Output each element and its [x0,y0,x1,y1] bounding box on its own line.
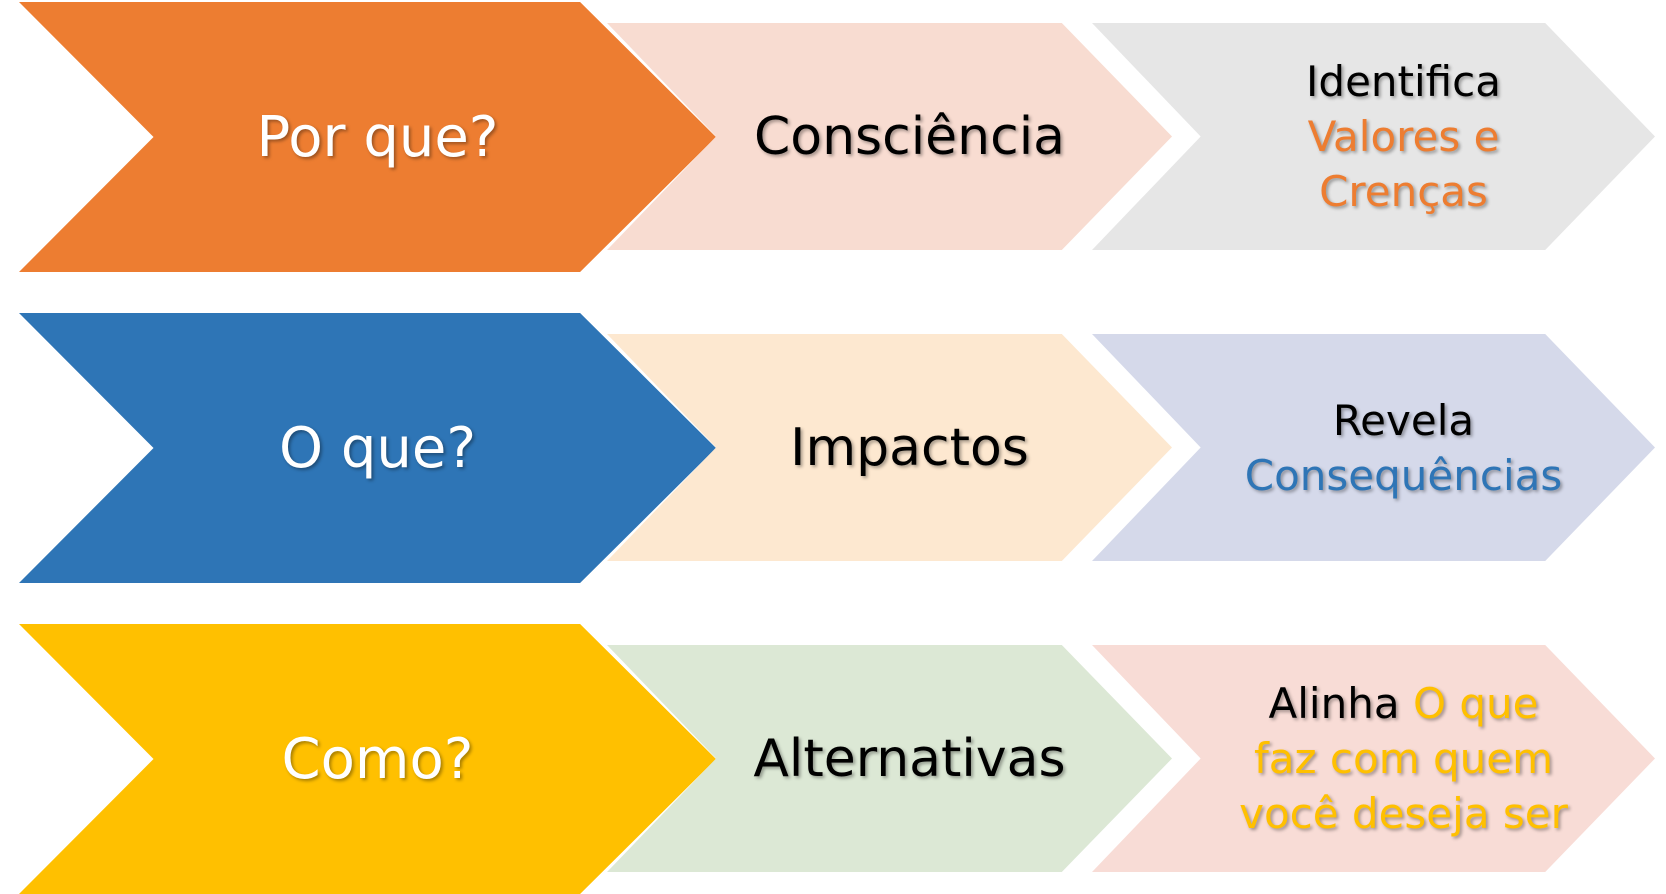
concept-label-awareness: Consciência [753,106,1066,167]
detail-highlight-consequences: Consequências [1244,450,1563,500]
question-label-why: Por que? [256,104,499,170]
concept-label-alternatives: Alternativas [753,728,1066,789]
detail-highlight-values: Valores e Crenças [1307,112,1500,216]
detail-text-consequences: Revela Consequências [1234,393,1574,503]
chevron-question-why: Por que? [19,2,716,272]
detail-verb-aligns: Alinha [1268,679,1400,728]
chevron-detail-align: Alinha O que faz com quem você deseja se… [1092,645,1655,872]
detail-text-align: Alinha O que faz com quem você deseja se… [1234,676,1574,841]
chevron-question-what: O que? [19,313,716,583]
chevron-detail-values: Identifica Valores e Crenças [1092,23,1655,250]
chevron-detail-consequences: Revela Consequências [1092,334,1655,561]
concept-label-impacts: Impactos [790,417,1029,478]
detail-highlight-align: O que faz com quem você deseja ser [1239,679,1568,838]
question-label-how: Como? [281,726,474,792]
detail-text-values: Identifica Valores e Crenças [1234,54,1574,219]
chevron-question-how: Como? [19,624,716,894]
question-label-what: O que? [278,415,477,481]
detail-verb-identifies: Identifica [1306,57,1501,106]
detail-verb-reveals: Revela [1332,395,1475,445]
